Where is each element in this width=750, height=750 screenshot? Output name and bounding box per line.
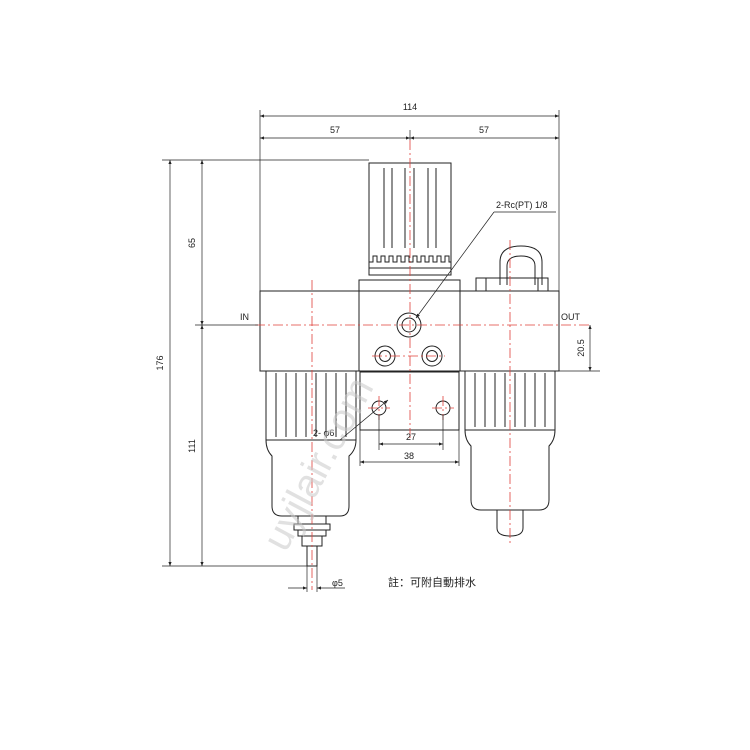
dim-upper-height: 65 <box>187 238 197 248</box>
dim-overall-height: 176 <box>155 355 165 370</box>
dim-right-half: 57 <box>479 125 489 135</box>
port-in-label: IN <box>240 312 249 322</box>
dim-drain-dia: φ5 <box>332 578 343 588</box>
dim-left-half: 57 <box>330 125 340 135</box>
dim-out-offset: 20.5 <box>576 339 586 357</box>
dimension-lines <box>162 110 600 592</box>
port-out-label: OUT <box>561 312 581 322</box>
gauge-port-label: 2-Rc(PT) 1/8 <box>496 200 548 210</box>
centerlines <box>255 140 590 590</box>
manifold-body <box>259 290 560 372</box>
regulator-block <box>358 279 461 372</box>
gauge-ports <box>374 312 443 367</box>
filter-bowl <box>265 371 357 567</box>
dim-bracket-width: 38 <box>404 451 414 461</box>
dim-overall-width: 114 <box>403 102 417 112</box>
dim-hole-spacing: 27 <box>406 432 416 442</box>
dim-lower-height: 111 <box>187 439 197 453</box>
lubricator-dome <box>475 245 549 292</box>
mount-holes-label: 2- φ6 <box>313 428 334 438</box>
drain-note: 註：可附自動排水 <box>388 575 476 589</box>
